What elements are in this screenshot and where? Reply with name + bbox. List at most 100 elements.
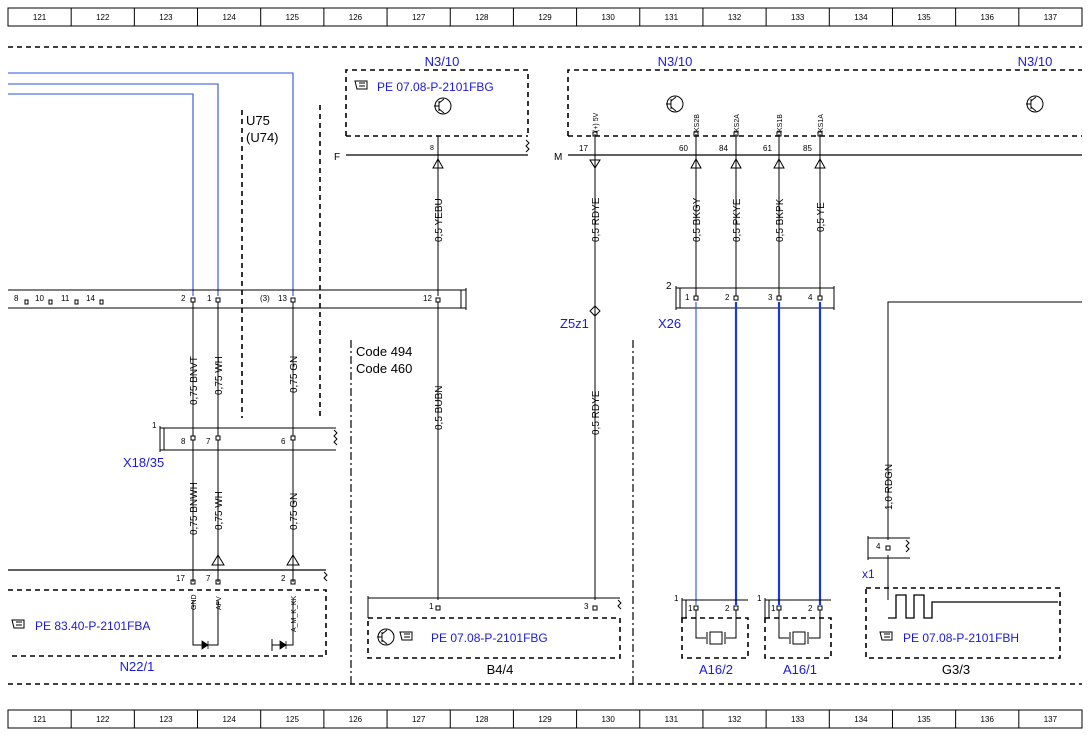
reference-link-n3-10[interactable]: PE 07.08-P-2101FBG xyxy=(377,80,494,94)
wire-label-bkgy: 0,5 BKGY xyxy=(692,197,703,242)
a16-1-sensor: 1 1 2 xyxy=(757,594,832,659)
a16-2-pin-1b: 1 xyxy=(688,604,693,613)
ruler-column-label: 136 xyxy=(981,715,995,724)
pin-label-5v: (+) 5V xyxy=(593,112,600,132)
ruler-column-label: 124 xyxy=(222,13,236,22)
pin-label-amkk: A_M_K_KK xyxy=(291,595,298,632)
x26-pin-2: 2 xyxy=(666,281,672,292)
bus-pin-8: 8 xyxy=(14,294,19,303)
pin-label-afv: AFV xyxy=(216,596,223,610)
x26-pin-1-a: 1 xyxy=(685,293,690,302)
bus-pin-10: 10 xyxy=(35,294,44,303)
wire-label-rdgn: 1,0 RDGN xyxy=(884,464,895,510)
transistor-icon xyxy=(434,97,452,115)
ruler-column-label: 133 xyxy=(791,715,805,724)
x26-label: X26 xyxy=(658,316,681,331)
ruler-column-label: 126 xyxy=(349,715,363,724)
x18-pin-7: 7 xyxy=(206,437,211,446)
a16-2-pin-1: 1 xyxy=(674,594,679,603)
bus-pin-2: 2 xyxy=(181,294,186,303)
ruler-column-label: 135 xyxy=(917,13,931,22)
pulse-waveform-icon xyxy=(888,594,1058,619)
pin-n3-m-84: 84 xyxy=(719,144,728,153)
x26-pin-2-a: 2 xyxy=(725,293,730,302)
reference-link-n22-1[interactable]: PE 83.40-P-2101FBA xyxy=(35,619,150,633)
blue-shielded-lines xyxy=(695,302,822,605)
wire-label-bnvt: 0,75 BNVT xyxy=(189,356,200,405)
x18-35-label: X18/35 xyxy=(123,455,164,470)
b4-4-label: B4/4 xyxy=(487,662,514,677)
n3-10-f-block: N3/10 F PE 07.08-P-2101FBG 8 xyxy=(334,54,530,163)
code-494-label: Code 494 xyxy=(356,344,412,359)
pin-n3-f-8: 8 xyxy=(430,145,434,152)
pin-stubs xyxy=(592,131,823,155)
z5z1-label: Z5z1 xyxy=(560,316,589,331)
bus-pin-12: 12 xyxy=(423,294,432,303)
reference-hand-icon[interactable] xyxy=(11,619,25,629)
ruler-column-label: 129 xyxy=(538,13,552,22)
ruler-column-label: 127 xyxy=(412,13,426,22)
x26-pin-3-a: 3 xyxy=(768,293,773,302)
pin-label-gnd: GND xyxy=(191,594,198,610)
ruler-column-label: 133 xyxy=(791,13,805,22)
n3-10-m-block: N3/10 N3/10 M (+) 5V KS2B KS2A KS1B KS1A… xyxy=(554,54,1082,163)
x18-pin-8: 8 xyxy=(181,437,186,446)
wire-label-bnwh: 0,75 BNWH xyxy=(189,482,200,535)
bus-pin-1: 1 xyxy=(207,294,212,303)
n3-10-label-a: N3/10 xyxy=(425,54,460,69)
x18-pin-6: 6 xyxy=(281,437,286,446)
wires-upper xyxy=(432,155,826,600)
pin-n3-m-85: 85 xyxy=(803,144,812,153)
reference-hand-icon[interactable] xyxy=(399,631,413,641)
transistor-icon xyxy=(666,95,684,113)
ruler-column-label: 130 xyxy=(601,13,615,22)
u74-label: (U74) xyxy=(246,130,279,145)
g3-3-pin-4: 4 xyxy=(876,542,881,551)
ruler-column-label: 124 xyxy=(222,715,236,724)
pin-n3-m-60: 60 xyxy=(679,144,688,153)
ruler-column-label: 126 xyxy=(349,13,363,22)
n3-10-label-c: N3/10 xyxy=(1018,54,1053,69)
ruler-column-label: 134 xyxy=(854,13,868,22)
x26-pin-4-a: 4 xyxy=(808,293,813,302)
transistor-icon xyxy=(1026,95,1044,113)
wire-label-pkye: 0,5 PKYE xyxy=(732,198,743,242)
wire-label-yebu: 0,5 YEBU xyxy=(434,198,445,242)
bus-pin-13: 13 xyxy=(278,294,287,303)
n22-pin-2: 2 xyxy=(281,574,286,583)
bus-pin-11: 11 xyxy=(61,294,70,303)
ruler-column-label: 132 xyxy=(728,715,742,724)
b44-pin-3: 3 xyxy=(584,602,589,611)
connector-f-label: F xyxy=(334,152,340,163)
ruler-column-label: 128 xyxy=(475,13,489,22)
ruler-column-label: 128 xyxy=(475,715,489,724)
pin-label-ks1a: KS1A xyxy=(818,114,825,132)
ruler-column-label: 131 xyxy=(665,13,679,22)
ruler-column-label: 122 xyxy=(96,13,110,22)
ruler-column-label: 122 xyxy=(96,715,110,724)
wire-label-rdye-bot: 0,5 RDYE xyxy=(591,390,602,435)
reference-hand-icon[interactable] xyxy=(879,631,893,641)
ruler-column-label: 136 xyxy=(981,13,995,22)
diode-icon xyxy=(279,640,287,650)
wire-label-bkpk: 0,5 BKPK xyxy=(775,198,786,242)
n22-1-block: 17 7 2 GND AFV A_M_K_KK PE 83.40-P-2101F… xyxy=(8,569,328,657)
wire-label-wh-bot: 0,75 WH xyxy=(214,491,225,530)
reference-hand-icon[interactable] xyxy=(354,80,368,90)
a16-1-pin-2: 2 xyxy=(808,604,813,613)
pin-n3-m-17: 17 xyxy=(579,144,588,153)
a16-1-label: A16/1 xyxy=(783,662,817,677)
pin-label-ks2b: KS2B xyxy=(694,114,701,132)
ruler-column-label: 121 xyxy=(33,13,47,22)
reference-link-b4-4[interactable]: PE 07.08-P-2101FBG xyxy=(431,631,548,645)
ruler-column-label: 137 xyxy=(1044,715,1058,724)
pin-n3-m-61: 61 xyxy=(763,144,772,153)
ruler-column-label: 130 xyxy=(601,715,615,724)
n22-pin-17: 17 xyxy=(176,574,185,583)
ruler-column-label: 125 xyxy=(286,715,300,724)
wire-label-rdye-top: 0,5 RDYE xyxy=(591,197,602,242)
reference-link-g3-3[interactable]: PE 07.08-P-2101FBH xyxy=(903,631,1019,645)
x26-connector: 2 1 2 3 4 xyxy=(666,281,835,310)
x18-pin-1: 1 xyxy=(152,421,157,430)
x18-35-connector: 1 8 7 6 xyxy=(152,421,338,452)
